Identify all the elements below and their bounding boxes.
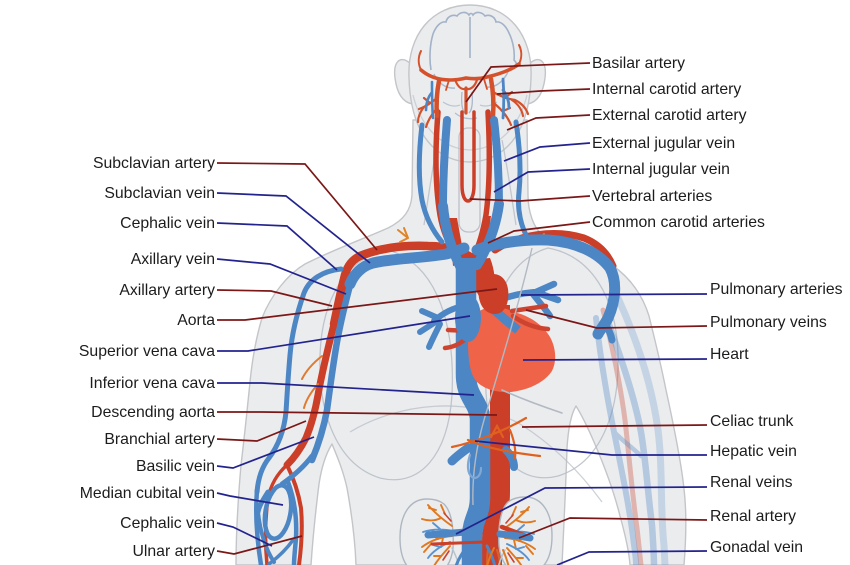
- svg-text:Heart: Heart: [710, 346, 749, 363]
- svg-text:Axillary artery: Axillary artery: [119, 282, 215, 299]
- svg-text:Median cubital vein: Median cubital vein: [80, 485, 215, 502]
- svg-text:Descending aorta: Descending aorta: [91, 404, 215, 421]
- svg-text:External carotid artery: External carotid artery: [592, 107, 747, 124]
- svg-text:Renal artery: Renal artery: [710, 508, 796, 525]
- svg-text:Branchial artery: Branchial artery: [104, 431, 215, 448]
- svg-text:Basilic vein: Basilic vein: [136, 458, 215, 475]
- svg-text:Ulnar artery: Ulnar artery: [132, 543, 215, 560]
- svg-text:Cephalic vein: Cephalic vein: [120, 515, 215, 532]
- svg-text:Internal jugular vein: Internal jugular vein: [592, 161, 730, 178]
- svg-text:Vertebral arteries: Vertebral arteries: [592, 188, 712, 205]
- svg-text:Aorta: Aorta: [177, 312, 215, 329]
- svg-text:Gonadal vein: Gonadal vein: [710, 539, 803, 556]
- svg-text:Cephalic vein: Cephalic vein: [120, 215, 215, 232]
- svg-text:Basilar artery: Basilar artery: [592, 55, 685, 72]
- svg-text:Pulmonary veins: Pulmonary veins: [710, 314, 827, 331]
- svg-text:Axillary vein: Axillary vein: [131, 251, 215, 268]
- svg-text:Celiac trunk: Celiac trunk: [710, 413, 794, 430]
- svg-text:Inferior vena cava: Inferior vena cava: [89, 375, 215, 392]
- svg-text:Hepatic vein: Hepatic vein: [710, 443, 797, 460]
- svg-text:Subclavian vein: Subclavian vein: [104, 185, 215, 202]
- svg-text:Subclavian artery: Subclavian artery: [93, 155, 215, 172]
- svg-text:Superior vena cava: Superior vena cava: [79, 343, 215, 360]
- svg-text:Common carotid arteries: Common carotid arteries: [592, 214, 765, 231]
- svg-text:External jugular vein: External jugular vein: [592, 135, 735, 152]
- svg-text:Renal veins: Renal veins: [710, 474, 793, 491]
- svg-text:Pulmonary arteries: Pulmonary arteries: [710, 281, 843, 298]
- svg-text:Internal carotid artery: Internal carotid artery: [592, 81, 741, 98]
